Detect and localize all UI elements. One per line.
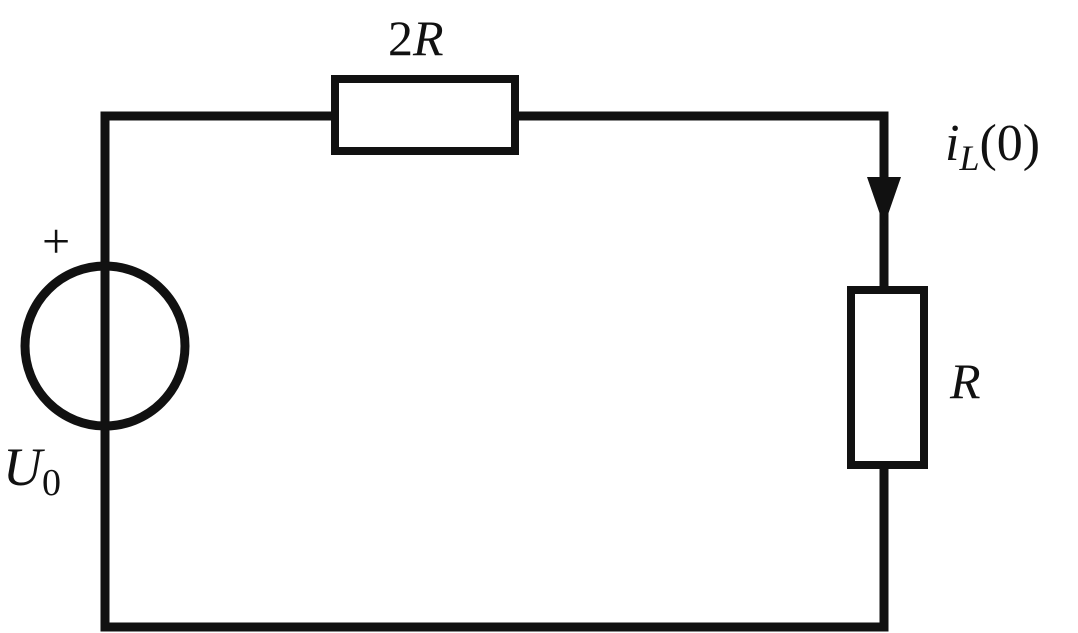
- resistor-2r-body: [331, 75, 519, 155]
- wires: [100, 111, 889, 632]
- voltage-source: + U0: [3, 213, 190, 504]
- resistor-2r: 2R: [331, 10, 519, 155]
- current-arrow-label-sym: i: [945, 115, 959, 172]
- current-arrow-label-arg: (0): [979, 115, 1040, 172]
- voltage-source-label: U0: [3, 437, 61, 504]
- resistor-r-label: R: [949, 353, 981, 409]
- resistor-2r-label-sym: R: [412, 10, 444, 66]
- current-arrow: iL(0): [867, 115, 1040, 226]
- resistor-2r-label-num: 2: [388, 10, 413, 66]
- resistor-2r-label: 2R: [388, 10, 444, 66]
- voltage-source-plus-sign: +: [42, 213, 70, 269]
- voltage-source-label-sub: 0: [42, 462, 61, 504]
- current-arrow-label: iL(0): [945, 115, 1040, 178]
- current-arrow-label-sub: L: [958, 138, 979, 178]
- resistor-r-body: [847, 286, 928, 469]
- current-arrow-head: [867, 177, 901, 226]
- voltage-source-label-sym: U: [3, 437, 45, 497]
- resistor-r: R: [847, 286, 981, 469]
